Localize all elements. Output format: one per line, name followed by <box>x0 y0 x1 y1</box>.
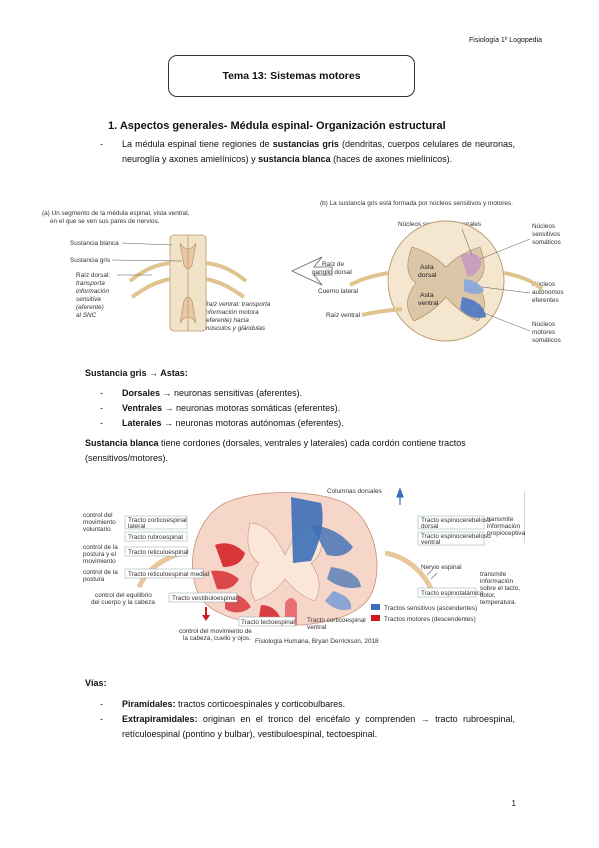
fig1a-dorsal-5: (aferente) <box>76 304 104 311</box>
fig2-ctrl-post-5: postura <box>83 576 105 583</box>
fig2-r-tacto-5: temperatura. <box>480 599 516 606</box>
fig2-ctrl-vol-1: control del <box>83 512 113 519</box>
fig1b-asta-ventral-1: Asta <box>420 292 434 299</box>
fig1b-raiz-ventral: Raíz ventral <box>326 312 360 319</box>
fig1b-mot-3: somáticos <box>532 337 561 344</box>
fig1b-som-2: sensitivos <box>532 231 560 238</box>
legend-swatch-motor <box>371 615 380 621</box>
fig2-ctrl-vol-3: voluntario <box>83 526 111 533</box>
fig1b-cuerno: Cuerno lateral <box>318 288 358 295</box>
fig1b-aut-1: Núcleos <box>532 281 555 288</box>
fig2-ctrl-eq-1: control del equilibrio <box>95 592 152 599</box>
fig2-t-espcer-v-1: Tracto espinocerebeloso <box>421 533 491 540</box>
arrow-icon <box>291 256 333 286</box>
fig1b-som-3: somáticos <box>532 239 561 246</box>
down-arrow-icon <box>202 607 210 621</box>
fig1b-ganglio-2: ganglio dorsal <box>312 269 352 276</box>
up-arrow-icon <box>396 487 404 505</box>
fig1b-asta-dorsal-2: dorsal <box>418 272 437 279</box>
fig1a-dorsal-1: Raíz dorsal: <box>76 272 110 279</box>
fig2-ctrl-post-1: control de la <box>83 544 118 551</box>
gris-item-dorsales: - Dorsales → neuronas sensitivas (aferen… <box>100 388 303 398</box>
section-heading: 1. Aspectos generales- Médula espinal- O… <box>108 120 446 132</box>
fig1b-aut-3: eferentes <box>532 297 559 304</box>
legend-swatch-sensitive <box>371 604 380 610</box>
fig2-credit: Fisiología Humana, Bryan Derrickson, 201… <box>255 638 379 645</box>
title-box: Tema 13: Sistemas motores <box>168 55 415 97</box>
fig2-ctrl-vol-2: movimiento <box>83 519 116 526</box>
fig1a-dorsal-6: al SNC <box>76 312 97 319</box>
fig2-ctrl-post-4: control de la <box>83 569 118 576</box>
fig2-t-cortico-lat-2: lateral <box>128 523 145 530</box>
fig2-t-tecto: Tracto tectoespinal <box>241 619 295 626</box>
fig1b-asta-ventral-2: ventral <box>418 300 439 307</box>
fig2-ctrl-post-2: postura y el <box>83 551 116 558</box>
gris-heading: Sustancia gris → Astas: <box>85 368 188 378</box>
intro-paragraph: - La médula espinal tiene regiones de su… <box>100 139 515 164</box>
fig1a-ventral-3: (eferente) hacia <box>204 317 249 324</box>
fig1a-label-gris: Sustancia gris <box>70 257 110 264</box>
fig1a-dorsal-4: sensitiva <box>76 296 101 303</box>
fig2-col-dorsales: Columnas dorsales <box>327 488 382 495</box>
fig2-t-rubro: Tracto rubroespinal <box>128 534 183 541</box>
fig2-r-prop-1: transmite <box>487 516 514 523</box>
cord-segment-drawing <box>111 234 248 332</box>
fig2-r-tacto-2: información <box>480 578 513 585</box>
fig1b-asta-dorsal-1: Asta <box>420 264 434 271</box>
fig2-ctrl-cab-1: control del movimiento de <box>179 628 252 635</box>
fig1a-ventral-1: Raíz ventral: transporta <box>204 301 271 308</box>
fig1b-title: (b) La sustancia gris está formada por n… <box>320 200 513 207</box>
gris-item-laterales: - Laterales → neuronas motoras autónomas… <box>100 418 344 428</box>
tracts-figure: Columnas dorsales control del movimiento… <box>83 487 525 645</box>
bullet-dash: - <box>100 139 103 149</box>
fig1a-title-line1: (a) Un segmento de la médula espinal, vi… <box>42 210 190 217</box>
fig1b-som-1: Núcleos <box>532 223 555 230</box>
spinal-cord-figure: (a) Un segmento de la médula espinal, vi… <box>42 200 564 344</box>
fig2-legend-sens: Tractos sensitivos (ascendentes) <box>384 605 477 612</box>
fig2-t-espcer-v-2: ventral <box>421 539 440 546</box>
fig2-t-espinotal: Tracto espinotalámico <box>421 590 484 597</box>
gris-item-ventrales: - Ventrales → neuronas motoras somáticas… <box>100 403 341 413</box>
fig2-r-tacto-4: dolor, <box>480 592 496 599</box>
fig2-ctrl-eq-2: del cuerpo y la cabeza <box>91 599 155 606</box>
fig2-t-cortico-ven-2: ventral <box>307 624 326 631</box>
fig2-ctrl-post-3: movimiento <box>83 558 116 565</box>
fig2-t-espcer-d-1: Tracto espinocerebeloso <box>421 517 491 524</box>
course-header: Fisiología 1º Logopedia <box>469 37 542 44</box>
fig1a-label-blanca: Sustancia blanca <box>70 240 119 247</box>
fig2-ctrl-cab-2: la cabeza, cuello y ojos. <box>183 635 251 642</box>
fig2-r-prop-2: información <box>487 523 520 530</box>
fig2-r-prop-3: propioceptiva <box>487 530 525 537</box>
cord-cross-section-drawing: Asta dorsal Asta ventral <box>349 220 544 342</box>
fig1b-mot-1: Núcleos <box>532 321 555 328</box>
fig1b-mot-2: motores <box>532 329 555 336</box>
fig2-t-cortico-ven-1: Tracto corticoespinal <box>307 617 366 624</box>
fig2-t-ret-med: Tracto reticuloespinal medial <box>128 571 209 578</box>
vias-heading: Vías: <box>85 678 107 688</box>
fig1a-title-line2: en el que se ven sus pares de nervios. <box>50 218 160 225</box>
fig1a-ventral-2: información motora <box>204 309 259 316</box>
fig2-r-tacto-3: sobre el tacto, <box>480 585 520 592</box>
page-number: 1 <box>511 799 516 808</box>
fig2-legend-mot: Tractos motores (descendentes) <box>384 616 476 623</box>
fig2-t-vest: Tracto vestibuloespinal <box>172 595 237 602</box>
blanca-paragraph: Sustancia blanca tiene cordones (dorsale… <box>85 438 466 463</box>
fig1a-dorsal-3: información <box>76 288 109 295</box>
vias-item-extrapiramidales: - Extrapiramidales: originan en el tronc… <box>100 714 515 739</box>
fig2-t-cortico-lat-1: Tracto corticoespinal <box>128 517 187 524</box>
fig2-r-tacto-1: transmite <box>480 571 507 578</box>
fig1b-aut-2: autónomos <box>532 289 564 296</box>
fig2-nervio: Nervio espinal <box>421 564 462 571</box>
page-title: Tema 13: Sistemas motores <box>222 70 361 82</box>
vias-item-piramidales: - Piramidales: tractos corticoespinales … <box>100 699 346 709</box>
fig2-t-ret-pont: Tracto reticuloespinal <box>128 549 189 556</box>
fig1a-ventral-4: músculos y glándulas <box>204 325 266 332</box>
fig2-t-espcer-d-2: dorsal <box>421 523 438 530</box>
dorsal-column-tract <box>291 497 323 563</box>
fig1b-ganglio-1: Raíz de <box>322 261 344 268</box>
fig1a-dorsal-2: transporta <box>76 280 105 287</box>
